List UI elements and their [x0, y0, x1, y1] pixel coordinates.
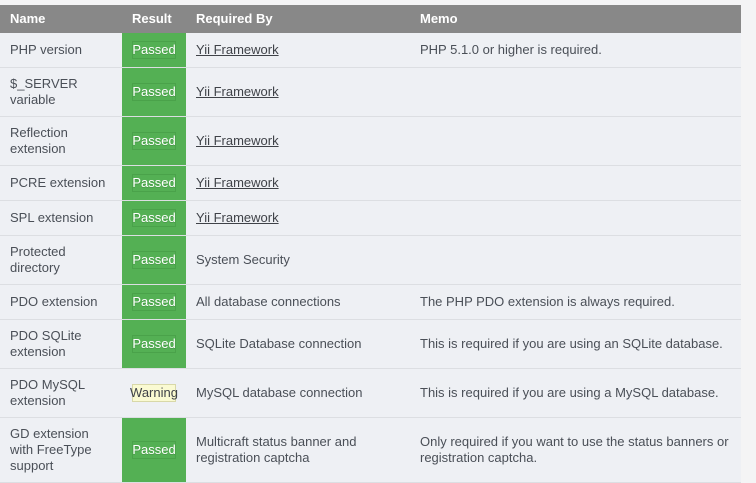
requirements-table: Name Result Required By Memo PHP version… — [0, 5, 741, 483]
result-label: Passed — [132, 441, 176, 459]
memo-cell — [410, 165, 741, 201]
table-header: Name Result Required By Memo — [0, 5, 741, 33]
result-label: Passed — [132, 335, 176, 353]
requirement-name: Reflection extension — [0, 116, 122, 166]
required-by-text: MySQL database connection — [196, 385, 363, 400]
required-by-text: System Security — [196, 252, 290, 267]
requirement-name: GD extension with FreeType support — [0, 417, 122, 483]
required-by-cell: MySQL database connection — [186, 368, 410, 418]
requirement-name: PHP version — [0, 33, 122, 68]
memo-cell: This is required if you are using a MySQ… — [410, 368, 741, 418]
result-label: Passed — [132, 41, 176, 59]
table-header-row: Name Result Required By Memo — [0, 5, 741, 33]
result-badge-passed: Passed — [122, 284, 186, 320]
column-header-result[interactable]: Result — [122, 5, 186, 33]
table-row: Reflection extension Passed Yii Framework — [0, 116, 741, 166]
required-by-text: All database connections — [196, 294, 341, 309]
required-by-cell: Yii Framework — [186, 116, 410, 166]
memo-cell: PHP 5.1.0 or higher is required. — [410, 33, 741, 68]
requirement-name: SPL extension — [0, 200, 122, 236]
result-badge-passed: Passed — [122, 165, 186, 201]
memo-cell — [410, 235, 741, 285]
column-header-name[interactable]: Name — [0, 5, 122, 33]
requirement-name: PDO MySQL extension — [0, 368, 122, 418]
required-by-link[interactable]: Yii Framework — [196, 210, 279, 225]
result-label: Passed — [132, 209, 176, 227]
result-badge-passed: Passed — [122, 33, 186, 68]
result-badge-passed: Passed — [122, 235, 186, 285]
table-row: $_SERVER variable Passed Yii Framework — [0, 67, 741, 117]
table-row: Protected directory Passed System Security — [0, 235, 741, 285]
result-label: Passed — [132, 174, 176, 192]
result-label: Warning — [130, 384, 178, 402]
table-row: PDO SQLite extension Passed SQLite Databas… — [0, 319, 741, 369]
memo-cell: The PHP PDO extension is always required… — [410, 284, 741, 320]
requirement-name: PCRE extension — [0, 165, 122, 201]
result-badge-passed: Passed — [122, 417, 186, 483]
memo-cell: This is required if you are using an SQL… — [410, 319, 741, 369]
requirement-name: Protected directory — [0, 235, 122, 285]
result-badge-passed: Passed — [122, 67, 186, 117]
required-by-link[interactable]: Yii Framework — [196, 175, 279, 190]
result-label: Passed — [132, 293, 176, 311]
memo-cell: Only required if you want to use the sta… — [410, 417, 741, 483]
table-row: PHP version Passed Yii Framework PHP 5.1.0 … — [0, 33, 741, 68]
column-header-reqby[interactable]: Required By — [186, 5, 410, 33]
required-by-cell: Yii Framework — [186, 33, 410, 68]
result-label: Passed — [132, 83, 176, 101]
required-by-text: Multicraft status banner and registratio… — [196, 434, 357, 465]
result-badge-warning: Warning — [122, 368, 186, 418]
column-header-memo[interactable]: Memo — [410, 5, 741, 33]
result-badge-passed: Passed — [122, 319, 186, 369]
requirement-name: PDO extension — [0, 284, 122, 320]
result-label: Passed — [132, 132, 176, 150]
result-label: Passed — [132, 251, 176, 269]
memo-cell — [410, 67, 741, 117]
required-by-link[interactable]: Yii Framework — [196, 84, 279, 99]
memo-cell — [410, 200, 741, 236]
result-badge-passed: Passed — [122, 200, 186, 236]
required-by-cell: Multicraft status banner and registratio… — [186, 417, 410, 483]
required-by-cell: Yii Framework — [186, 200, 410, 236]
requirements-page: Name Result Required By Memo PHP version… — [0, 5, 741, 483]
memo-cell — [410, 116, 741, 166]
table-row: PDO extension Passed All database connecti… — [0, 284, 741, 320]
required-by-link[interactable]: Yii Framework — [196, 42, 279, 57]
result-badge-passed: Passed — [122, 116, 186, 166]
requirement-name: $_SERVER variable — [0, 67, 122, 117]
table-row: GD extension with FreeType support Passed… — [0, 417, 741, 483]
required-by-cell: System Security — [186, 235, 410, 285]
required-by-cell: SQLite Database connection — [186, 319, 410, 369]
table-row: PDO MySQL extension Warning MySQL database… — [0, 368, 741, 418]
requirement-name: PDO SQLite extension — [0, 319, 122, 369]
required-by-cell: Yii Framework — [186, 165, 410, 201]
required-by-text: SQLite Database connection — [196, 336, 362, 351]
required-by-cell: All database connections — [186, 284, 410, 320]
required-by-link[interactable]: Yii Framework — [196, 133, 279, 148]
required-by-cell: Yii Framework — [186, 67, 410, 117]
table-row: PCRE extension Passed Yii Framework — [0, 165, 741, 201]
table-row: SPL extension Passed Yii Framework — [0, 200, 741, 236]
